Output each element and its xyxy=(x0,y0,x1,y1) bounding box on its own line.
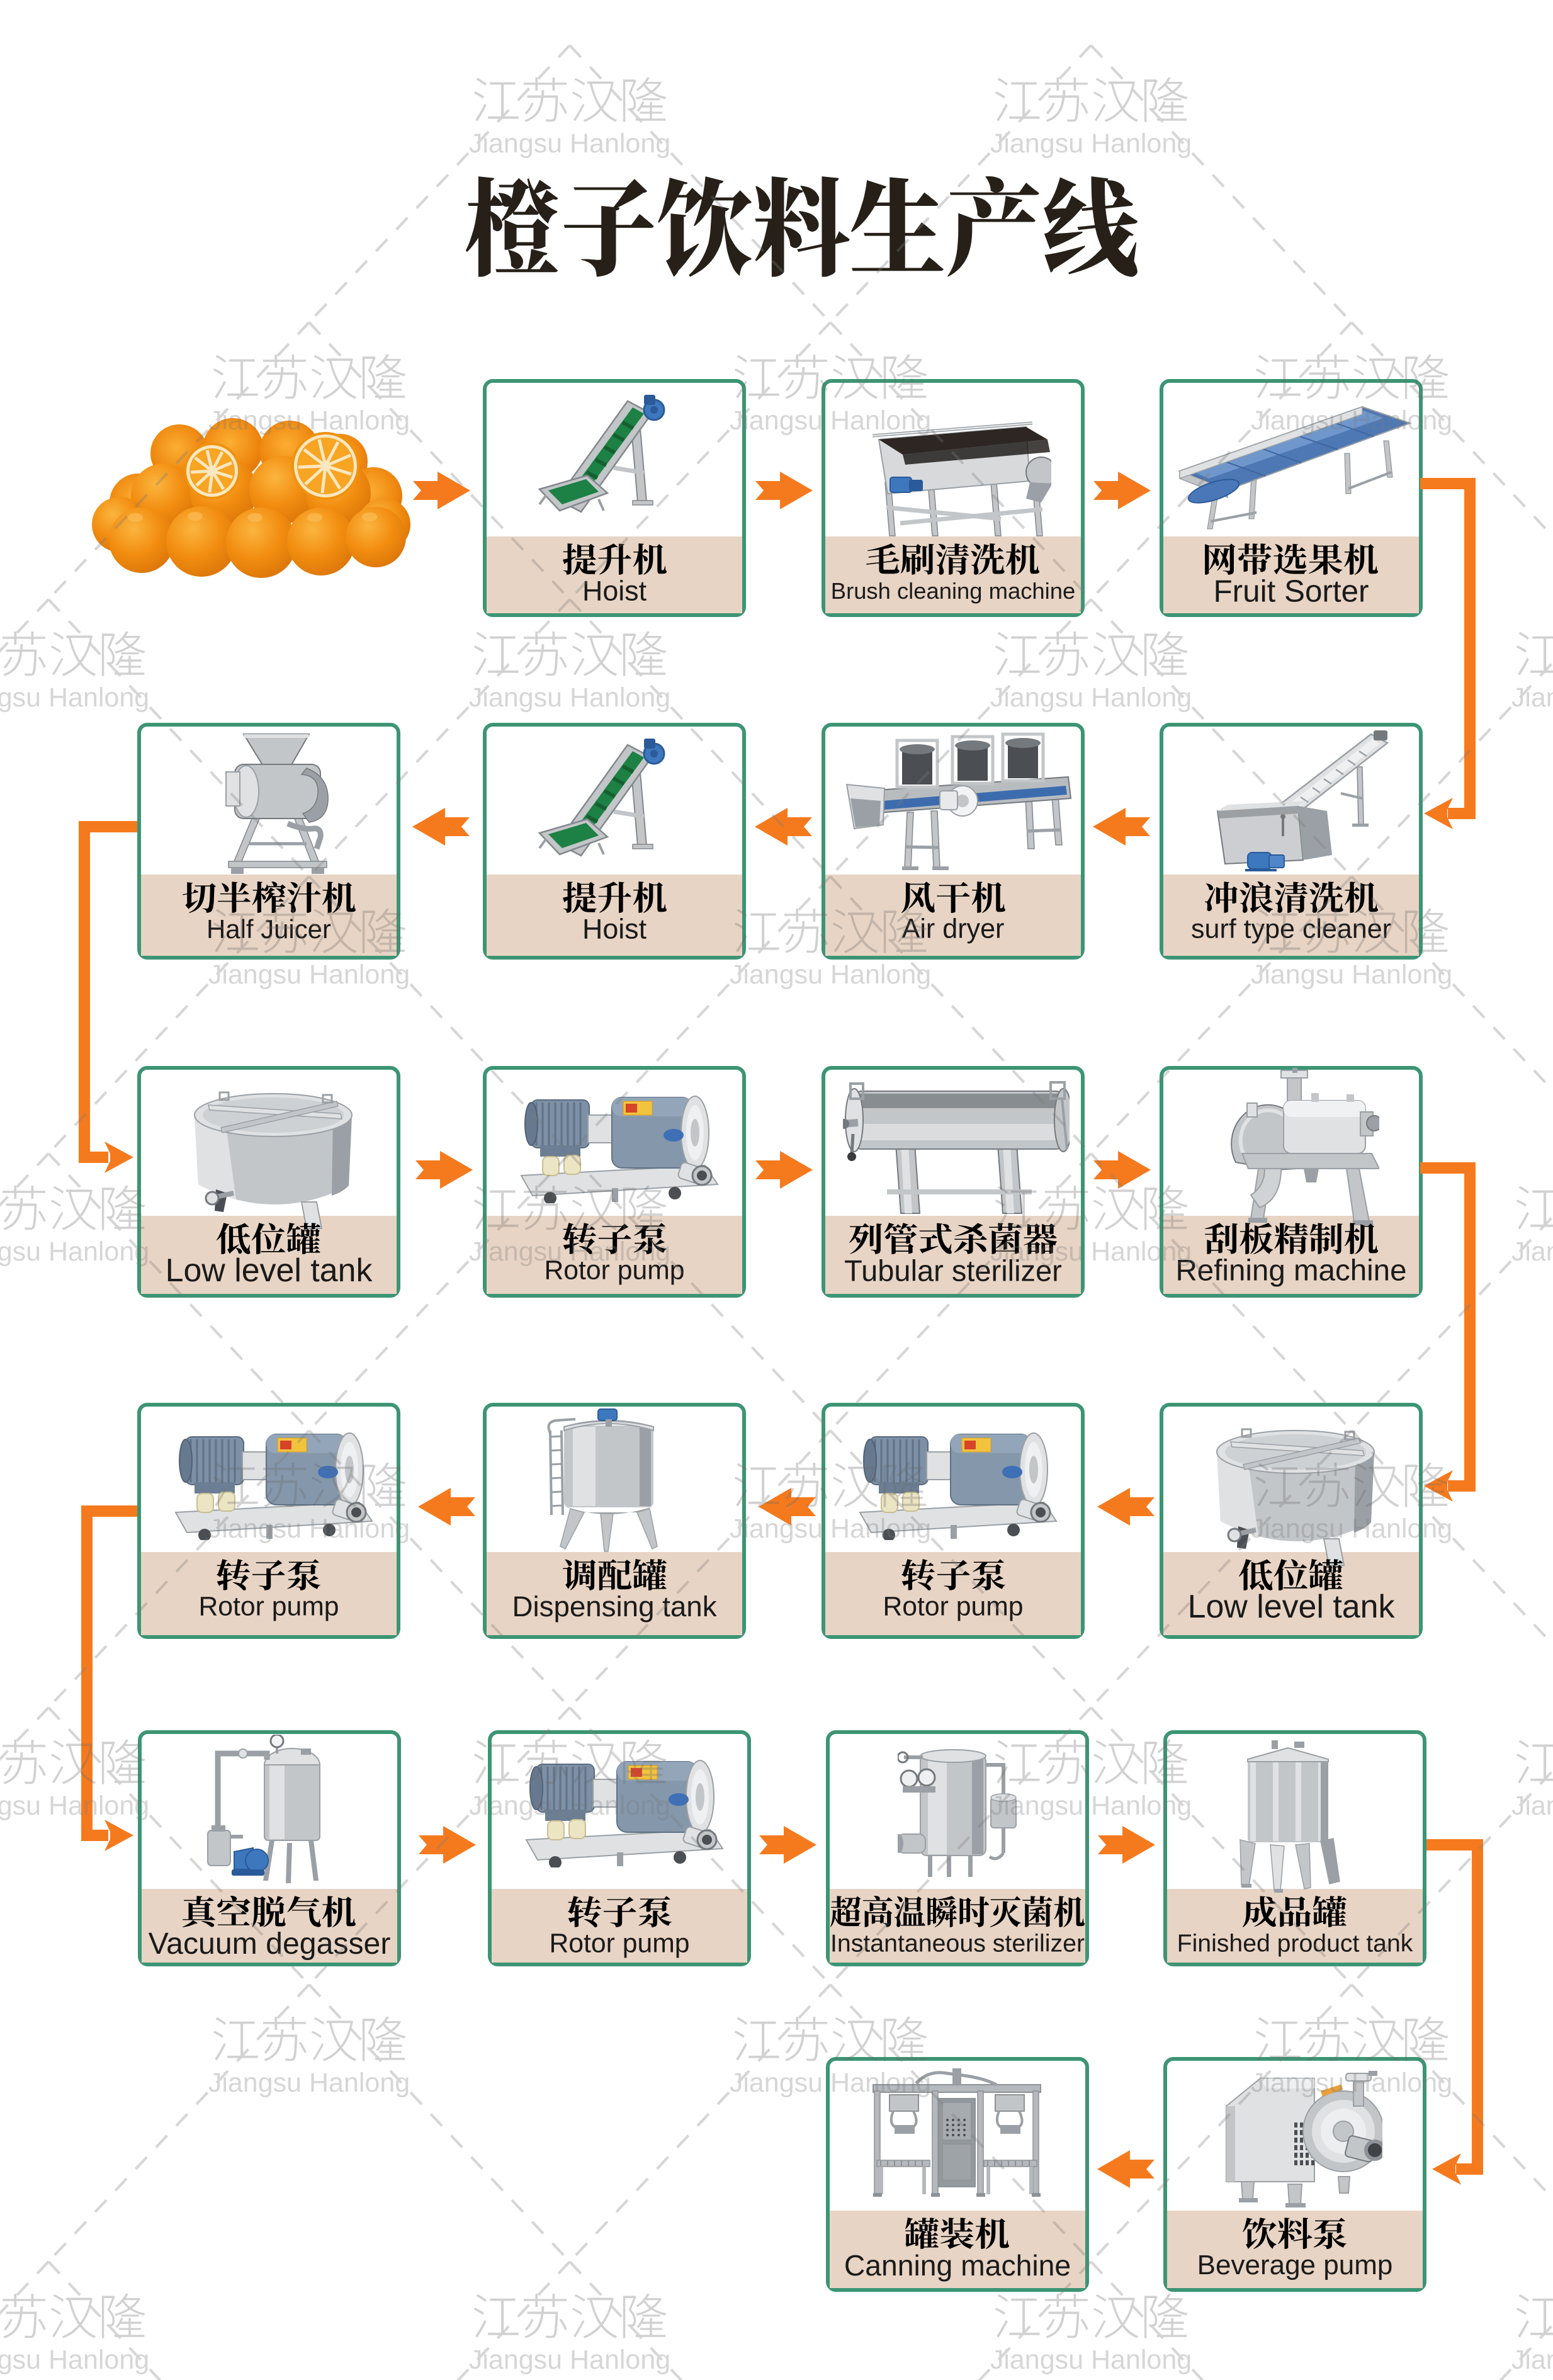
svg-text:Jiangsu Hanlong: Jiangsu Hanlong xyxy=(990,1237,1192,1267)
svg-text:Jiangsu Hanlong: Jiangsu Hanlong xyxy=(0,1791,149,1821)
svg-text:Jiangsu Hanlong: Jiangsu Hanlong xyxy=(990,2345,1192,2375)
svg-text:Jiangsu Hanlong: Jiangsu Hanlong xyxy=(1511,2345,1553,2375)
svg-text:Jiangsu Hanlong: Jiangsu Hanlong xyxy=(1251,405,1452,436)
svg-text:Jiangsu Hanlong: Jiangsu Hanlong xyxy=(990,683,1192,713)
svg-text:Jiangsu Hanlong: Jiangsu Hanlong xyxy=(730,2068,931,2098)
svg-text:Jiangsu Hanlong: Jiangsu Hanlong xyxy=(469,1237,670,1267)
svg-text:Jiangsu Hanlong: Jiangsu Hanlong xyxy=(208,405,410,436)
svg-text:Jiangsu Hanlong: Jiangsu Hanlong xyxy=(990,128,1192,159)
svg-text:Jiangsu Hanlong: Jiangsu Hanlong xyxy=(208,960,410,990)
svg-text:Jiangsu Hanlong: Jiangsu Hanlong xyxy=(469,2345,670,2375)
svg-text:Jiangsu Hanlong: Jiangsu Hanlong xyxy=(1251,960,1452,990)
svg-text:Jiangsu Hanlong: Jiangsu Hanlong xyxy=(469,683,670,713)
svg-text:Jiangsu Hanlong: Jiangsu Hanlong xyxy=(1251,1514,1452,1544)
svg-text:Jiangsu Hanlong: Jiangsu Hanlong xyxy=(1511,1791,1553,1821)
svg-text:Jiangsu Hanlong: Jiangsu Hanlong xyxy=(730,405,931,436)
svg-text:Jiangsu Hanlong: Jiangsu Hanlong xyxy=(730,1514,931,1544)
svg-text:Jiangsu Hanlong: Jiangsu Hanlong xyxy=(730,960,931,990)
svg-text:Jiangsu Hanlong: Jiangsu Hanlong xyxy=(1251,2068,1452,2098)
svg-text:Jiangsu Hanlong: Jiangsu Hanlong xyxy=(1511,1237,1553,1267)
svg-text:Jiangsu Hanlong: Jiangsu Hanlong xyxy=(0,2345,149,2375)
svg-text:Jiangsu Hanlong: Jiangsu Hanlong xyxy=(0,1237,149,1267)
svg-text:Jiangsu Hanlong: Jiangsu Hanlong xyxy=(208,2068,410,2098)
svg-text:Jiangsu Hanlong: Jiangsu Hanlong xyxy=(0,683,149,713)
svg-text:Jiangsu Hanlong: Jiangsu Hanlong xyxy=(469,1791,670,1821)
svg-text:Jiangsu Hanlong: Jiangsu Hanlong xyxy=(1511,683,1553,713)
svg-text:Jiangsu Hanlong: Jiangsu Hanlong xyxy=(990,1791,1192,1821)
svg-text:Jiangsu Hanlong: Jiangsu Hanlong xyxy=(208,1514,410,1544)
svg-text:Jiangsu Hanlong: Jiangsu Hanlong xyxy=(469,128,670,159)
